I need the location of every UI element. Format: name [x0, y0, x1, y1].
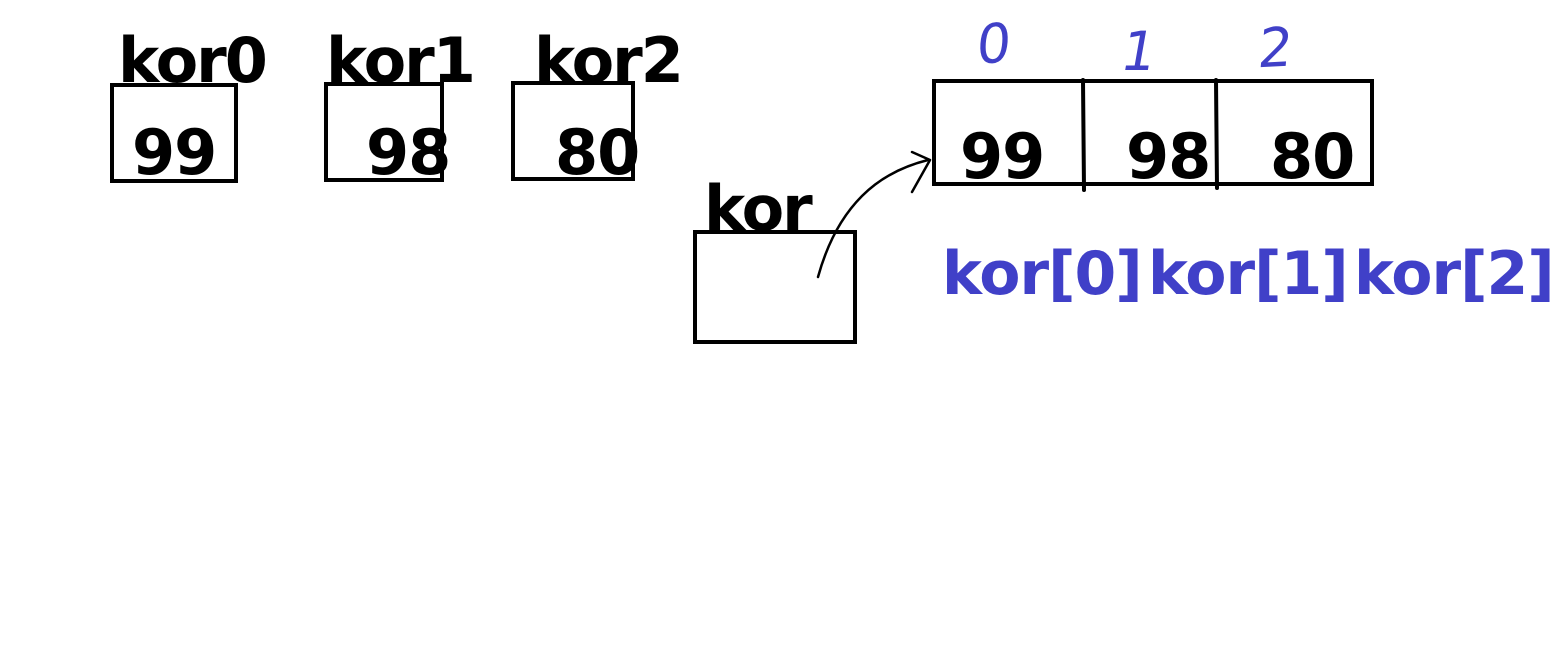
array-divider-2 — [1214, 78, 1219, 190]
variable-box-kor2 — [511, 81, 635, 181]
array-accessor-0: kor[0] — [942, 239, 1143, 309]
variable-value-kor2: 80 — [555, 116, 640, 189]
array-value-1: 98 — [1126, 120, 1211, 193]
array-index-1: 1 — [1116, 19, 1162, 83]
array-value-0: 99 — [960, 120, 1045, 193]
array-value-2: 80 — [1270, 120, 1355, 193]
array-divider-1 — [1081, 78, 1086, 192]
variable-label-kor0: kor0 — [118, 24, 268, 97]
array-accessor-1: kor[1] — [1148, 239, 1349, 309]
reference-label: kor — [704, 172, 813, 245]
array-index-0: 0 — [975, 11, 1014, 77]
array-index-2: 2 — [1256, 16, 1296, 81]
variable-value-kor0: 99 — [132, 116, 217, 189]
pointer-arrow — [816, 158, 930, 279]
array-box — [932, 79, 1374, 186]
variable-box-kor1 — [324, 82, 444, 182]
pointer-arrowhead-icon — [910, 150, 932, 194]
array-accessor-2: kor[2] — [1354, 239, 1555, 309]
reference-box — [693, 230, 857, 344]
variable-label-kor1: kor1 — [326, 24, 476, 97]
variable-box-kor0 — [110, 83, 238, 183]
variable-value-kor1: 98 — [366, 116, 451, 189]
